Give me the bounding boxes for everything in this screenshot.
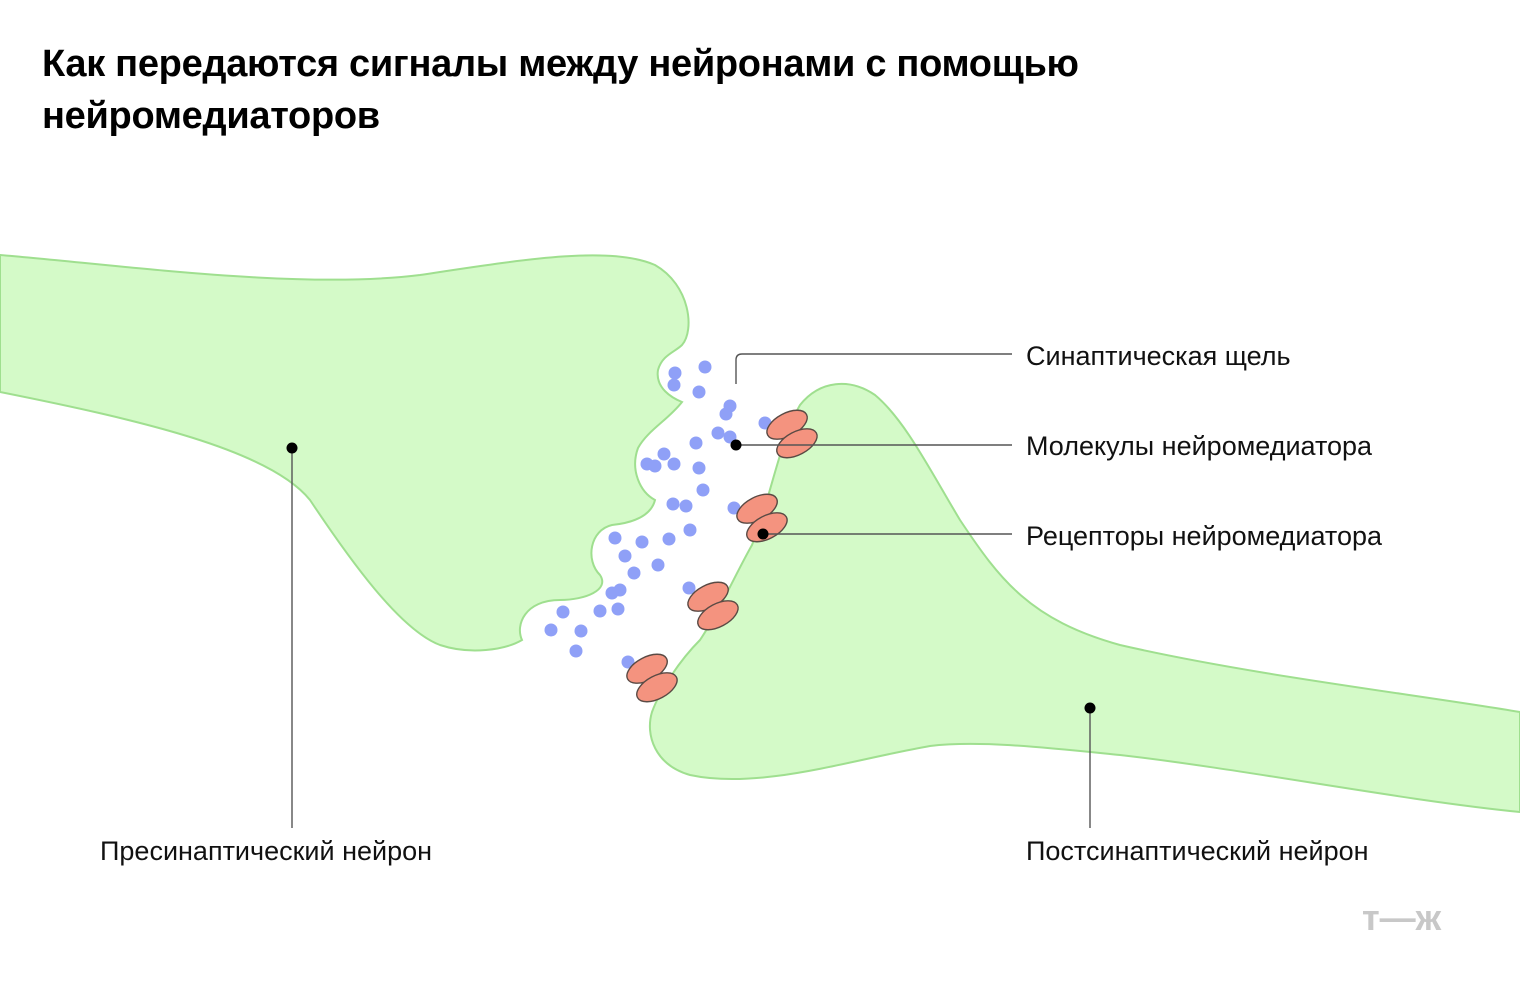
neurotransmitter-molecule <box>679 499 693 513</box>
neurotransmitter-molecule <box>698 360 712 374</box>
neurotransmitter-molecule <box>574 624 588 638</box>
neurotransmitter-molecule <box>544 623 558 637</box>
neurotransmitter-molecule <box>635 535 649 549</box>
leader-cleft <box>735 353 1012 384</box>
neurotransmitter-molecule <box>667 457 681 471</box>
neurotransmitter-molecule <box>696 483 710 497</box>
neurotransmitter-molecule <box>719 407 733 421</box>
neurotransmitter-molecule <box>593 604 607 618</box>
label-neurotransmitter-receptors: Рецепторы нейромедиатора <box>1026 521 1383 551</box>
neurotransmitter-molecule <box>608 531 622 545</box>
receptor-lobe <box>697 600 739 631</box>
page-title-line-2: нейромедиаторов <box>42 95 380 137</box>
neurotransmitter-molecule <box>556 605 570 619</box>
marker-presynaptic <box>286 442 298 454</box>
marker-receptors <box>757 528 769 540</box>
label-presynaptic-neuron: Пресинаптический нейрон <box>100 836 432 866</box>
neurotransmitter-molecule <box>569 644 583 658</box>
neurotransmitter-molecule <box>711 426 725 440</box>
neurotransmitter-molecule <box>667 378 681 392</box>
neurotransmitter-molecule <box>657 447 671 461</box>
label-synaptic-cleft: Синаптическая щель <box>1026 341 1291 371</box>
leader-lines <box>291 353 1091 828</box>
neurotransmitter-molecule <box>692 385 706 399</box>
neurotransmitter-molecule <box>621 655 635 669</box>
label-neurotransmitter-molecules: Молекулы нейромедиатора <box>1026 431 1373 461</box>
neurotransmitter-molecule <box>651 558 665 572</box>
neurotransmitter-molecule <box>611 602 625 616</box>
label-postsynaptic-neuron: Постсинаптический нейрон <box>1026 836 1369 866</box>
neurotransmitter-molecule <box>662 532 676 546</box>
marker-postsynaptic <box>1084 702 1096 714</box>
neurotransmitter-molecule <box>682 581 696 595</box>
marker-molecules <box>730 439 742 451</box>
receptor <box>766 409 818 459</box>
neurotransmitter-receptors <box>626 409 818 703</box>
neurotransmitter-molecule <box>618 549 632 563</box>
neurotransmitter-molecule <box>727 501 741 515</box>
neurotransmitter-molecule <box>683 523 697 537</box>
receptor-lobe <box>636 672 678 703</box>
neurotransmitter-molecule <box>605 586 619 600</box>
page-title-line-1: Как передаются сигналы между нейронами с… <box>42 43 1079 85</box>
leader-markers <box>286 439 1096 714</box>
neurotransmitter-molecule <box>627 566 641 580</box>
presynaptic-neuron-shape <box>0 253 690 652</box>
neurotransmitter-molecule <box>689 436 703 450</box>
page-title: Как передаются сигналы между нейронами с… <box>42 38 1342 142</box>
brand-logo: т—ж <box>1362 897 1442 938</box>
neurotransmitter-molecule <box>648 459 662 473</box>
neurotransmitter-molecule <box>666 497 680 511</box>
postsynaptic-neuron-shape <box>648 382 1520 814</box>
receptor <box>626 653 678 703</box>
neurotransmitter-molecule <box>668 366 682 380</box>
receptor <box>687 581 739 631</box>
receptor-lobe <box>776 428 818 459</box>
neurotransmitter-molecule <box>692 461 706 475</box>
